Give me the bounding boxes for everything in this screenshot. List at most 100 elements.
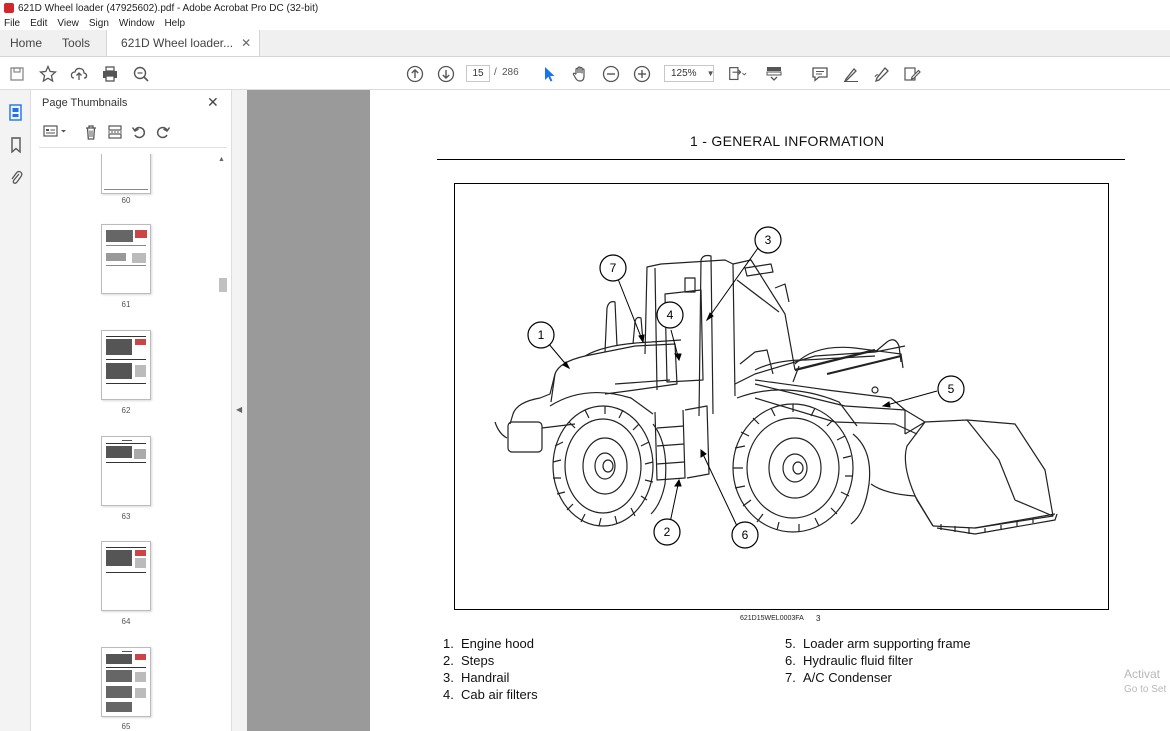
legend-label: Steps (461, 653, 495, 668)
menu-window[interactable]: Window (118, 17, 155, 29)
page-number-input[interactable]: 15 (466, 65, 490, 82)
sign-icon[interactable] (872, 64, 892, 84)
tab-home[interactable]: Home (0, 30, 52, 56)
figure-code: 621D15WEL0003FA (740, 615, 804, 622)
legend-item: 3.Handrail (443, 670, 509, 685)
zoom-in-icon[interactable] (632, 64, 652, 84)
panel-collapse-handle[interactable]: ◀ (232, 90, 247, 731)
thumbnail-label: 64 (121, 617, 131, 626)
callout-number: 5 (948, 382, 955, 396)
heading-rule (437, 159, 1125, 160)
scroll-up-arrow[interactable]: ▲ (218, 156, 225, 163)
legend-number: 2. (443, 653, 454, 668)
fill-sign-icon[interactable] (903, 64, 923, 84)
zoom-search-icon[interactable] (131, 64, 151, 84)
page-heading: 1 - GENERAL INFORMATION (690, 133, 885, 149)
select-arrow-icon[interactable] (539, 64, 559, 84)
highlight-pen-icon[interactable] (841, 64, 861, 84)
fit-page-icon[interactable] (727, 64, 747, 84)
bookmarks-icon[interactable] (7, 136, 24, 153)
thumbnail-page[interactable] (101, 647, 151, 717)
chevron-down-icon: ▼ (706, 69, 715, 78)
activation-watermark-subtext: Go to Set (1124, 684, 1167, 695)
thumbnail-page[interactable] (101, 224, 151, 294)
callout-number: 6 (742, 528, 749, 542)
legend-item: 6.Hydraulic fluid filter (785, 653, 913, 668)
thumbnail-label: 65 (121, 722, 131, 731)
thumbnail-label: 62 (121, 406, 131, 415)
comment-icon[interactable] (810, 64, 830, 84)
callout-number: 4 (667, 308, 674, 322)
legend-label: Cab air filters (461, 687, 538, 702)
main-toolbar: 15 / 286 125% ▼ (0, 57, 1170, 90)
extract-page-icon[interactable] (107, 124, 123, 143)
legend-number: 6. (785, 653, 796, 668)
legend-number: 3. (443, 670, 454, 685)
collapse-arrow-icon: ◀ (236, 405, 243, 414)
upload-icon[interactable] (69, 64, 89, 84)
hand-icon[interactable] (570, 64, 590, 84)
legend-item: 2. Steps (443, 653, 494, 668)
wheel-loader-illustration: 1 2 3 4 5 6 7 (494, 226, 1058, 549)
legend-item: 4. Cab air filters (443, 687, 538, 702)
menu-view[interactable]: View (57, 17, 79, 29)
zoom-level-value: 125% (671, 68, 697, 79)
legend-number: 7. (785, 670, 796, 685)
menu-file[interactable]: File (4, 17, 21, 29)
legend-item: 1.Engine hood (443, 636, 534, 651)
menu-bar: File Edit View Sign Window Help (0, 16, 1170, 30)
callout-number: 2 (664, 525, 671, 539)
thumbnail-options-icon[interactable] (43, 124, 69, 141)
thumbnail-page[interactable] (101, 541, 151, 611)
tab-tools-label: Tools (62, 36, 91, 50)
tab-home-label: Home (10, 36, 43, 50)
page-up-icon[interactable] (405, 64, 425, 84)
thumbnail-page[interactable] (101, 330, 151, 400)
callout-circle (656, 301, 684, 329)
thumbnail-list: 60 61 62 63 (31, 154, 221, 731)
print-icon[interactable] (100, 64, 120, 84)
thumbnail-label: 61 (121, 300, 131, 309)
legend-label: A/C Condenser (803, 670, 892, 685)
callout-number: 3 (765, 233, 772, 247)
thumbnail-scrollbar[interactable] (219, 278, 227, 292)
activation-watermark: Activat (1124, 667, 1161, 681)
rotate-left-icon[interactable] (131, 124, 147, 143)
window-title: 621D Wheel loader (47925602).pdf - Adobe… (18, 2, 319, 14)
legend-item: 5.Loader arm supporting frame (785, 636, 971, 651)
figure-number: 3 (816, 614, 821, 623)
bookmark-star-icon[interactable] (38, 64, 58, 84)
zoom-level-select[interactable]: 125% ▼ (664, 65, 715, 82)
thumbnail-label: 60 (121, 196, 131, 205)
tab-document-label: 621D Wheel loader... (121, 36, 234, 50)
rotate-right-icon[interactable] (155, 124, 171, 143)
thumbnail-page[interactable] (101, 154, 151, 194)
callout-circle (653, 518, 681, 546)
panel-title: Page Thumbnails (42, 97, 128, 109)
delete-page-icon[interactable] (83, 124, 99, 143)
tab-document[interactable]: 621D Wheel loader... ✕ (106, 30, 261, 56)
callout-number: 1 (538, 328, 545, 342)
menu-help[interactable]: Help (164, 17, 186, 29)
menu-sign[interactable]: Sign (88, 17, 109, 29)
tab-close-icon[interactable]: ✕ (241, 36, 252, 50)
thumbnail-label: 63 (121, 512, 131, 521)
tab-tools[interactable]: Tools (52, 30, 100, 56)
loader-figure: 1 2 3 4 5 6 7 (454, 183, 1109, 610)
page-separator: / (494, 67, 497, 78)
thumbnail-page[interactable] (101, 436, 151, 506)
scroll-mode-icon[interactable] (764, 64, 784, 84)
save-icon[interactable] (7, 64, 27, 84)
thumbnails-icon[interactable] (7, 104, 24, 121)
page-down-icon[interactable] (436, 64, 456, 84)
callout-number: 7 (610, 261, 617, 275)
tab-bar: Home Tools 621D Wheel loader... ✕ (0, 30, 1170, 57)
callout-circle (527, 321, 555, 349)
legend-number: 4. (443, 687, 454, 702)
panel-close-icon[interactable]: ✕ (207, 94, 219, 110)
menu-edit[interactable]: Edit (30, 17, 48, 29)
callout-circle (937, 375, 965, 403)
attachments-icon[interactable] (7, 169, 24, 186)
zoom-out-icon[interactable] (601, 64, 621, 84)
callout-circle (599, 254, 627, 282)
